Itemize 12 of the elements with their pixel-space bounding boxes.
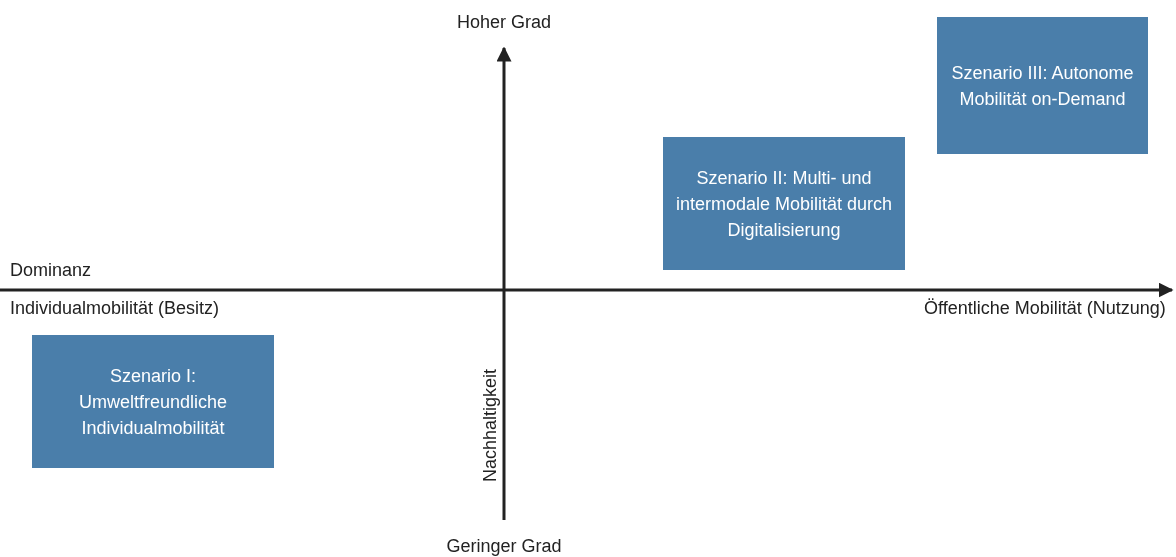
axis-end-label: Öffentliche Mobilität (Nutzung) bbox=[924, 298, 1166, 319]
scenario-text: Szenario II: Multi- und intermodale Mobilität durch Digitalisierung bbox=[674, 166, 894, 242]
axis-title: Dominanz bbox=[10, 260, 92, 281]
axis-title: Nachhaltigkeit bbox=[479, 368, 501, 482]
scenario-box bbox=[32, 335, 274, 468]
axis-end-label: Hoher Grad bbox=[457, 12, 552, 33]
scenario-text: Szenario III: Autonome Mobilität on-Demand bbox=[950, 61, 1135, 111]
axis-end-label: Geringer Grad bbox=[446, 536, 562, 557]
scenario-box bbox=[937, 17, 1148, 154]
scenario-text: Szenario I: Umweltfreundliche Individualmobilität bbox=[77, 364, 229, 440]
scenario-box bbox=[663, 137, 905, 270]
axis-end-label: Individualmobilität (Besitz) bbox=[10, 298, 220, 319]
